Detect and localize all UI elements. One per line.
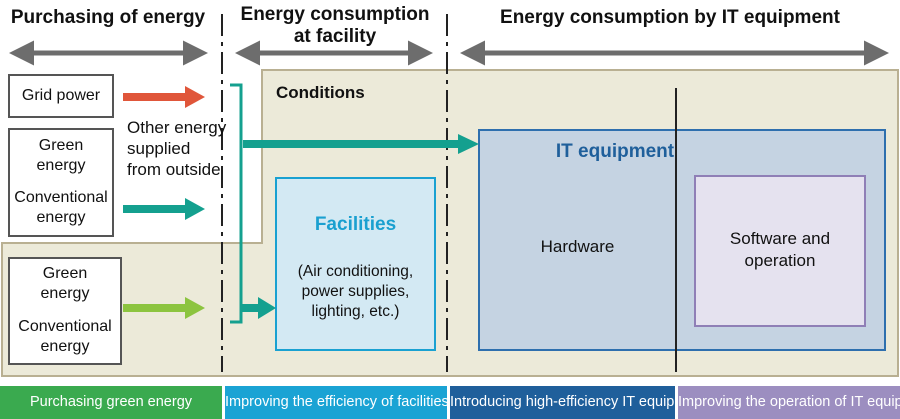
hardware-label: Hardware	[540, 237, 615, 256]
facilities-box	[275, 177, 436, 351]
header-it-equipment: Energy consumption by IT equipment	[500, 7, 840, 28]
conventional-energy-arrow	[123, 198, 205, 220]
header-facility: Energy consumption at facility	[240, 4, 430, 47]
grid-power-label: Grid power	[21, 87, 101, 104]
grid-power-arrow	[123, 86, 205, 108]
green-energy-label-2: Green energy	[40, 265, 90, 302]
to-it-arrow	[243, 134, 479, 154]
conditions-label: Conditions	[276, 83, 365, 102]
it-equipment-title: IT equipment	[555, 141, 675, 162]
distribution-bracket	[230, 83, 243, 324]
bar-improving-facilities: Improving the efficiency of facilities	[225, 386, 449, 419]
software-label: Software and operation	[729, 229, 831, 270]
header-purchasing: Purchasing of energy	[10, 7, 206, 28]
to-facilities-arrow	[241, 297, 276, 319]
green-energy-label-1: Green energy	[36, 137, 86, 174]
software-box	[694, 175, 866, 327]
conventional-energy-label-1: Conventional energy	[14, 189, 108, 226]
facilities-title: Facilities	[314, 214, 397, 235]
bar-high-efficiency-it: Introducing high-efficiency IT equipment	[450, 386, 707, 419]
bar-improving-operation: Improving the operation of IT equipment	[678, 386, 900, 419]
energy-source-box-2: Green energy Conventional energy	[8, 257, 122, 365]
green-energy-arrow	[123, 297, 205, 319]
conventional-energy-label-2: Conventional energy	[18, 318, 112, 355]
facilities-detail: (Air conditioning, power supplies, light…	[297, 263, 414, 320]
energy-source-box-1: Green energy Conventional energy	[8, 128, 114, 237]
other-energy-label: Other energy supplied from outside	[127, 118, 227, 179]
grid-power-box: Grid power	[8, 74, 114, 118]
bar-purchasing-green-energy: Purchasing green energy	[0, 386, 222, 419]
